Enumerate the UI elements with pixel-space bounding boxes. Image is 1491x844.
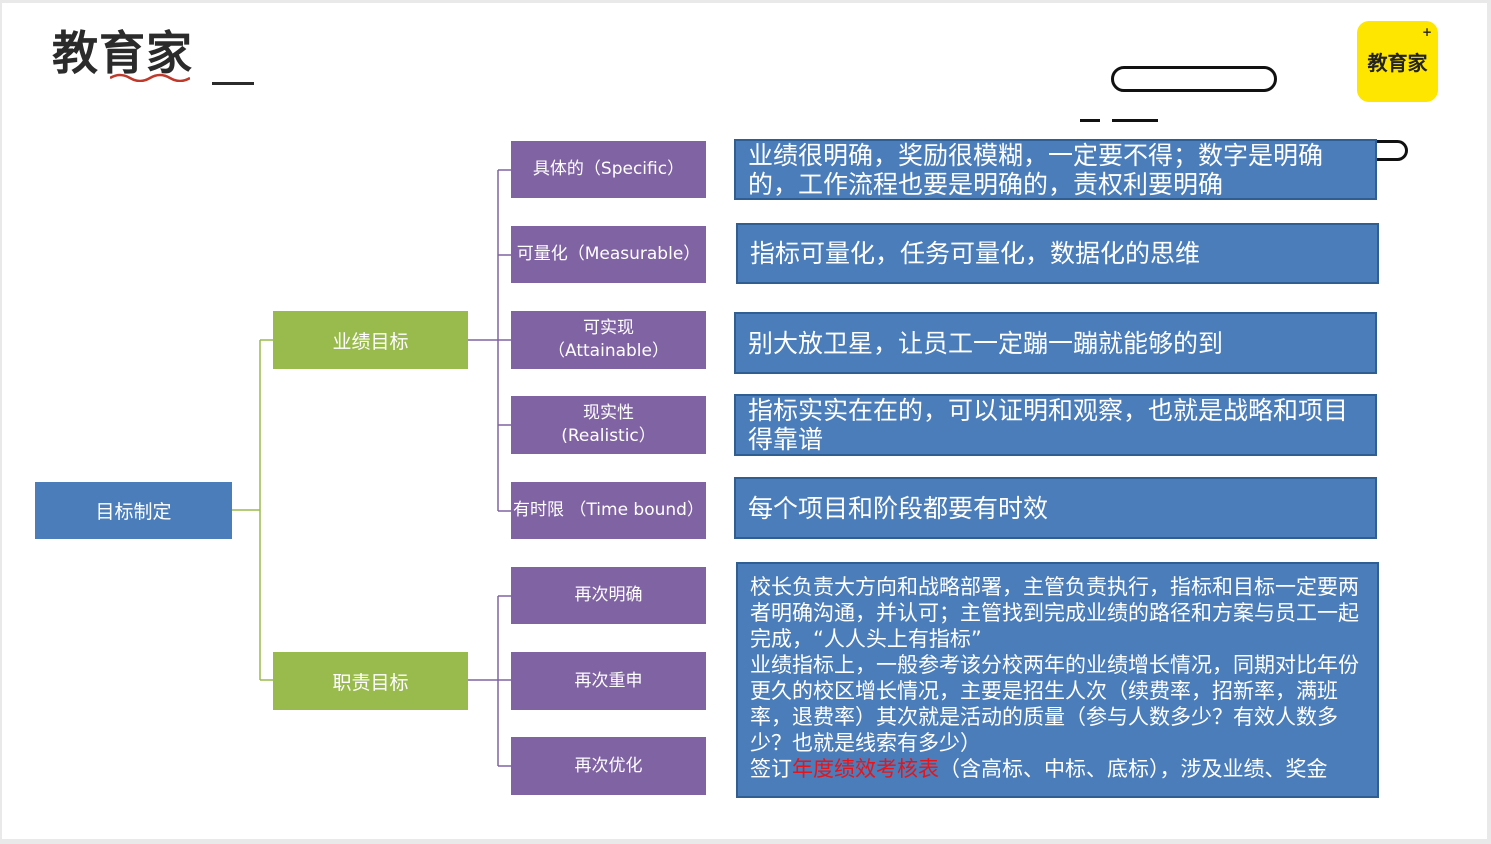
- desc-duty-line3: 签订年度绩效考核表（含高标、中标、底标），涉及业绩、奖金: [750, 756, 1365, 782]
- desc-duty-line3-prefix: 签订: [750, 757, 792, 781]
- item-specific[interactable]: 具体的（Specific）: [511, 141, 706, 198]
- connector-root: [232, 339, 273, 681]
- item-label: 具体的（Specific）: [532, 159, 685, 180]
- desc-text: 每个项目和阶段都要有时效: [748, 493, 1049, 523]
- desc-text: 指标实实在在的，可以证明和观察，也就是战略和项目得靠谱: [748, 396, 1349, 454]
- item-realistic[interactable]: 现实性 (Realistic）: [511, 396, 706, 454]
- branch-performance-goal[interactable]: 业绩目标: [273, 311, 468, 369]
- decor-arc: [1376, 140, 1408, 161]
- brand-badge-text: 教育家: [1367, 51, 1428, 75]
- desc-duty: 校长负责大方向和战略部署，主管负责执行，指标和目标一定要两者明确沟通，并认可；主…: [736, 562, 1379, 798]
- item-attainable[interactable]: 可实现 （Attainable）: [511, 311, 706, 369]
- item-reiterate[interactable]: 再次重申: [511, 652, 706, 710]
- brand-badge: 教育家 +: [1357, 21, 1438, 102]
- item-measurable[interactable]: 可量化（Measurable）: [511, 226, 706, 283]
- connector-duty: [468, 595, 511, 767]
- desc-duty-line1: 校长负责大方向和战略部署，主管负责执行，指标和目标一定要两者明确沟通，并认可；主…: [750, 575, 1359, 651]
- desc-time-bound: 每个项目和阶段都要有时效: [734, 477, 1377, 539]
- item-label: 再次重申: [574, 670, 643, 691]
- branch-duty-goal[interactable]: 职责目标: [273, 652, 468, 710]
- item-time-bound[interactable]: 有时限 （Time bound）: [511, 482, 706, 539]
- decor-dash: [1080, 119, 1100, 122]
- brand-logo: 教育家: [52, 26, 193, 80]
- desc-duty-line3-suffix: （含高标、中标、底标），涉及业绩、奖金: [939, 757, 1328, 781]
- item-reoptimize[interactable]: 再次优化: [511, 737, 706, 795]
- appraisal-form-highlight: 年度绩效考核表: [792, 757, 939, 781]
- item-label: 可量化（Measurable）: [516, 244, 701, 265]
- decor-dash: [1112, 119, 1158, 122]
- desc-measurable: 指标可量化，任务可量化，数据化的思维: [736, 223, 1379, 284]
- brand-badge-plus: +: [1421, 25, 1432, 39]
- decor-pill: [1111, 66, 1277, 92]
- item-label: 再次明确: [574, 585, 643, 606]
- branch-label: 业绩目标: [332, 330, 409, 353]
- root-node[interactable]: 目标制定: [35, 482, 232, 539]
- item-label: 现实性 (Realistic）: [561, 403, 656, 446]
- root-node-label: 目标制定: [95, 501, 172, 523]
- desc-duty-line2: 业绩指标上，一般参考该分校两年的业绩增长情况，同期对比年份更久的校区增长情况，主…: [750, 653, 1359, 755]
- item-label: 有时限 （Time bound）: [513, 500, 704, 521]
- desc-text: 别大放卫星，让员工一定蹦一蹦就能够的到: [748, 328, 1224, 358]
- desc-attainable: 别大放卫星，让员工一定蹦一蹦就能够的到: [734, 312, 1377, 374]
- desc-text: 业绩很明确，奖励很模糊，一定要不得；数字是明确的，工作流程也要是明确的，责权利要…: [748, 140, 1324, 199]
- logo-underline: [212, 82, 254, 85]
- desc-specific: 业绩很明确，奖励很模糊，一定要不得；数字是明确的，工作流程也要是明确的，责权利要…: [734, 139, 1377, 200]
- logo-wave-icon: [110, 73, 190, 82]
- connector-performance: [468, 169, 511, 512]
- item-label: 可实现 （Attainable）: [548, 318, 669, 361]
- desc-realistic: 指标实实在在的，可以证明和观察，也就是战略和项目得靠谱: [734, 394, 1377, 456]
- branch-label: 职责目标: [332, 671, 409, 694]
- item-label: 再次优化: [574, 755, 643, 776]
- item-reclarify[interactable]: 再次明确: [511, 567, 706, 624]
- desc-text: 指标可量化，任务可量化，数据化的思维: [750, 239, 1201, 268]
